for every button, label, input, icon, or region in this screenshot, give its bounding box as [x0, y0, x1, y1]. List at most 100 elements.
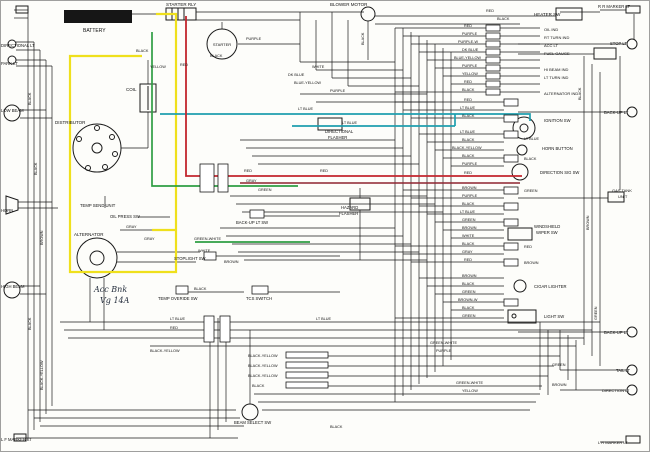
diagram-label: GREEN	[462, 218, 476, 222]
wiper-switch-symbol	[507, 227, 533, 241]
directional-lamp-symbol	[7, 39, 17, 49]
diagram-label: Acc Bnk	[93, 285, 127, 294]
diagram-label: DISTRIBUTOR	[55, 120, 86, 125]
diagram-label: WHITE	[312, 65, 325, 69]
connector-block	[485, 40, 501, 48]
diagram-label: PURPLE	[330, 89, 346, 93]
diagram-label: BLACK-YELLOW	[452, 146, 482, 150]
diagram-label: HAZARD	[341, 205, 358, 210]
diagram-label: LT BLUE	[316, 317, 332, 321]
connector-block	[503, 298, 519, 307]
diagram-label: BATTERY	[83, 28, 106, 34]
connector-block	[285, 361, 329, 369]
diagram-label: LT BLUE	[460, 210, 476, 214]
diagram-label: RED	[486, 9, 494, 13]
diagram-label: STOP LT	[610, 41, 627, 46]
connector-block	[485, 56, 501, 64]
diagram-label: BLACK-YELLOW	[150, 349, 180, 353]
diagram-label: ALTERNATOR	[74, 232, 104, 237]
diagram-label: TAIL LT	[616, 368, 631, 373]
red-wire	[185, 16, 522, 177]
tail-lamp-symbol	[626, 364, 638, 376]
diagram-label: PURPLE	[462, 162, 478, 166]
diagram-label: ACC LT	[544, 43, 558, 48]
diagram-label: LT BLUE	[342, 121, 358, 125]
connector-block	[203, 315, 215, 343]
diagram-label: STARTER	[213, 42, 231, 47]
diagram-label: BROWN	[524, 261, 539, 265]
diagram-label: L R MARKER LT	[598, 440, 628, 445]
diagram-label: UNIT	[618, 194, 628, 199]
ignition-switch-key	[519, 123, 529, 133]
diagram-label: LT BLUE	[460, 130, 476, 134]
connector-block	[251, 285, 269, 295]
connector-block	[217, 163, 229, 193]
diagram-label: GREEN	[462, 290, 476, 294]
diagram-label: Vg 14A	[100, 296, 130, 305]
diagram-label: BROWN	[462, 274, 477, 278]
connector-block	[503, 242, 519, 251]
diagram-label: LT TURN IND	[544, 75, 569, 80]
diagram-label: DIRECTIONAL LT	[1, 43, 35, 48]
diagram-label: IGNITION SW	[544, 118, 571, 123]
diagram-label: BEAM SELECT SW	[234, 420, 271, 425]
diagram-label: BLACK-YELLOW	[248, 354, 278, 358]
diagram-label: L F MARKER LT	[1, 437, 32, 442]
diagram-label: PURPLE-W	[458, 40, 478, 44]
alternator-symbol	[76, 237, 118, 279]
connector-block	[485, 32, 501, 40]
distributor-symbol	[72, 123, 122, 173]
diagram-label: RED	[464, 80, 472, 84]
diagram-label: BACK-UP LT SW	[236, 220, 268, 225]
diagram-label: DIRECTION LT	[602, 388, 630, 393]
connector-block	[485, 80, 501, 88]
diagram-label: BACK-UP LT	[604, 330, 629, 335]
connector-block	[503, 114, 519, 123]
diagram-label: DIRECTION SIG SW	[540, 170, 579, 175]
diagram-label: RED	[320, 169, 328, 173]
front-marker-lamp-symbol	[15, 5, 29, 14]
diagram-label: GREEN	[258, 188, 272, 192]
diagram-label: BLACK	[28, 317, 32, 330]
diagram-label: GAS TANK	[612, 188, 632, 193]
diagram-label: DK BLUE	[288, 73, 305, 77]
diagram-label: RT TURN IND	[544, 35, 569, 40]
diagram-label: BROWN	[552, 383, 567, 387]
diagram-label: COIL	[126, 87, 137, 92]
horn-button-symbol	[516, 144, 528, 156]
diagram-label: PURPLE	[462, 32, 478, 36]
diagram-label: BLUE-YELLOW	[454, 56, 481, 60]
direction-signal-switch-symbol	[511, 163, 529, 181]
diagram-label: STOPLIGHT SW	[174, 256, 206, 261]
diagram-label: GRAY	[246, 179, 257, 183]
diagram-label: YELLOW	[462, 72, 478, 76]
yellow-wire	[68, 12, 178, 274]
diagram-label: RED	[244, 169, 252, 173]
diagram-label: GREEN-WHITE	[430, 341, 457, 345]
light-switch-knob	[511, 313, 517, 319]
diagram-label: BLACK-YELLOW	[40, 360, 44, 390]
diagram-label: RED	[180, 63, 188, 67]
diagram-label: BLACK	[462, 202, 475, 206]
diagram-label: BLACK	[210, 54, 223, 58]
diagram-label: PURPLE	[436, 349, 452, 353]
fuel-gauge-symbol	[593, 47, 617, 60]
diagram-label: LT BLUE	[460, 106, 476, 110]
diagram-label: TEMP OVERIDE SW	[158, 296, 198, 301]
diagram-label: BLACK-YELLOW	[248, 364, 278, 368]
connector-block	[249, 209, 265, 219]
diagram-label: LT BLUE	[524, 137, 540, 141]
diagram-label: PURPLE	[246, 37, 262, 41]
distributor-terminal	[112, 151, 118, 157]
diagram-label: RED	[464, 171, 472, 175]
lf-marker-lamp-symbol	[13, 433, 27, 442]
diagram-label: GREEN	[462, 314, 476, 318]
diagram-label: BLOWER MOTOR	[330, 2, 368, 7]
connector-block	[485, 48, 501, 56]
distributor-terminal	[109, 134, 115, 140]
diagram-label: BLACK	[462, 88, 475, 92]
low-beam-lamp-symbol	[3, 104, 21, 122]
ignition-switch-symbol	[512, 116, 536, 140]
connector-block	[285, 351, 329, 359]
